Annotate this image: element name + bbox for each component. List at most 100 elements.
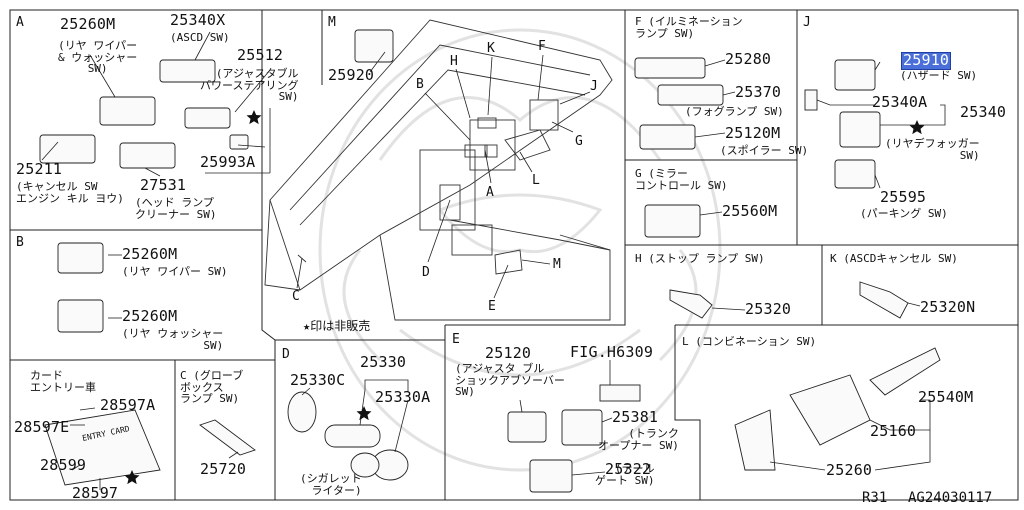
part-number-25910[interactable]: 25910 <box>900 51 952 70</box>
dash-callout-l: L <box>532 173 540 188</box>
part-number-25260m[interactable]: 25260M <box>60 15 116 33</box>
switch-25381-shape <box>561 409 603 446</box>
figure-id: AG24030117 <box>908 490 993 506</box>
dash-callout-b: B <box>416 77 424 92</box>
part-leader-lines <box>41 31 946 490</box>
part-number-25320[interactable]: 25320 <box>745 300 792 318</box>
fig-reference[interactable]: FIG.H6309 <box>570 343 654 361</box>
switch-25280-shape <box>634 57 706 79</box>
switch-25320-shape <box>669 289 713 319</box>
switch-25211-shape <box>39 134 96 164</box>
bracket-fig-shape <box>599 384 641 402</box>
switch-25260M-shape <box>99 96 156 126</box>
panel-letter-j: J <box>803 15 811 30</box>
switch-25340-shape <box>839 111 881 148</box>
part-desc-fog-lamp-sw: (フォグランプ SW) <box>685 105 784 118</box>
dash-callout-g: G <box>575 134 583 149</box>
dash-callout-e: E <box>488 299 496 314</box>
part-number-25211[interactable]: 25211 <box>16 160 63 178</box>
part-number-25381[interactable]: 25381 <box>612 408 659 426</box>
part-desc-25211: (キャンセル SW エンジン キル ヨウ) <box>16 180 124 205</box>
part-number-25120[interactable]: 25120 <box>485 344 532 362</box>
part-number-25330c[interactable]: 25330C <box>290 371 346 389</box>
panel-letter-d: D <box>282 347 290 362</box>
part-number-28599[interactable]: 28599 <box>40 456 87 474</box>
part-desc-spoiler-sw: (スポイラー SW) <box>720 144 809 157</box>
part-number-25330a[interactable]: 25330A <box>375 388 431 406</box>
dash-callout-a: A <box>486 185 494 200</box>
part-number-25340a[interactable]: 25340A <box>872 93 928 111</box>
panel-title-g: G (ミラー コントロール SW) <box>635 167 728 192</box>
switch-25993A-shape <box>229 134 249 150</box>
switch-25560M-shape <box>644 204 701 238</box>
combo-switch-body-shape <box>789 374 871 446</box>
switch-25340X-shape <box>159 59 216 83</box>
part-number-25330[interactable]: 25330 <box>360 353 407 371</box>
part-number-25280[interactable]: 25280 <box>725 50 772 68</box>
part-desc-rear-wiper-sw: (リヤ ワイパー SW) <box>122 265 228 278</box>
part-desc-adjustable-shock-sw: (アジャスタ ブル ショックアブソーバー SW) <box>455 362 565 399</box>
non-sale-stars <box>124 110 925 485</box>
part-desc-25260m: (リヤ ワイパー & ウォッシャー SW) <box>58 39 138 76</box>
panel-letter-m: M <box>328 15 336 30</box>
part-number-25370[interactable]: 25370 <box>735 83 782 101</box>
part-number-28597[interactable]: 28597 <box>72 484 119 502</box>
part-number-25560m[interactable]: 25560M <box>722 202 778 220</box>
switch-25370-shape <box>657 84 724 106</box>
part-number-25260m-b1[interactable]: 25260M <box>122 245 178 263</box>
card-entry-title: カード エントリー車 <box>30 369 96 394</box>
entry-card-shape <box>44 409 161 486</box>
part-desc-cigarette-lighter: (シガレット ライター) <box>300 472 362 497</box>
part-number-28597e[interactable]: 28597E <box>14 418 70 436</box>
panel-title-h: H (ストップ ランプ SW) <box>635 252 765 265</box>
panel-title-f: F (イルミネーション ランプ SW) <box>635 15 743 40</box>
part-number-25720[interactable]: 25720 <box>200 460 247 478</box>
part-number-25260m-b2[interactable]: 25260M <box>122 307 178 325</box>
switch-25920-shape <box>354 29 394 63</box>
part-number-28597a[interactable]: 28597A <box>100 396 156 414</box>
dash-callout-h: H <box>450 54 458 69</box>
part-number-25320n[interactable]: 25320N <box>920 298 976 316</box>
switch-B1-shape <box>57 242 104 274</box>
part-desc-trunk-opener-sw: (トランク オープナー SW) <box>598 427 679 452</box>
part-number-25595[interactable]: 25595 <box>880 188 927 206</box>
part-desc-rear-washer-sw: (リヤ ウォッシャー SW) <box>122 327 224 352</box>
part-number-25993a[interactable]: 25993A <box>200 153 256 171</box>
switch-25320N-shape <box>859 281 909 319</box>
dash-callout-c: C <box>292 289 300 304</box>
switch-25910-shape <box>834 59 876 91</box>
part-number-25540m[interactable]: 25540M <box>918 388 974 406</box>
part-number-25340[interactable]: 25340 <box>960 103 1007 121</box>
part-number-25120m[interactable]: 25120M <box>725 124 781 142</box>
part-desc-parking-sw: (パーキング SW) <box>860 207 948 220</box>
dash-callout-m: M <box>553 257 561 272</box>
part-desc-rear-defogger-sw: (リヤデフォッガー SW) <box>885 137 980 162</box>
part-number-25512[interactable]: 25512 <box>237 46 284 64</box>
socket-25330C-shape <box>287 391 317 433</box>
part-number-27531[interactable]: 27531 <box>140 176 187 194</box>
wiper-stalk-shape <box>734 409 776 471</box>
panel-borders <box>9 9 1019 501</box>
part-desc-27531: (ヘッド ランプ クリーナー SW) <box>135 196 217 221</box>
part-number-25260[interactable]: 25260 <box>826 461 873 479</box>
panel-letter-a: A <box>16 15 24 30</box>
dash-callout-j: J <box>590 79 598 94</box>
light-stalk-shape <box>869 347 941 396</box>
dash-callout-k: K <box>487 41 495 56</box>
part-number-25340x[interactable]: 25340X <box>170 11 226 29</box>
non-sale-legend: ★印は非販売 <box>303 319 371 333</box>
switch-27531-shape <box>119 142 176 169</box>
part-number-25160[interactable]: 25160 <box>870 422 917 440</box>
dashboard-drawing <box>264 19 613 321</box>
panel-letter-e: E <box>452 332 460 347</box>
switch-25512-shape <box>184 107 231 129</box>
part-drawings <box>39 29 941 493</box>
panel-title-k: K (ASCDキャンセル SW) <box>830 252 958 265</box>
dash-callout-d: D <box>422 265 430 280</box>
part-desc-tailgate-sw: (テール ゲート SW) <box>595 462 655 487</box>
part-desc-hazard-sw: (ハザード SW) <box>900 69 978 82</box>
part-number-25322[interactable]: 25322 <box>605 460 652 478</box>
part-number-25920[interactable]: 25920 <box>328 66 375 84</box>
part-desc-25340x: (ASCD SW) <box>170 31 230 44</box>
